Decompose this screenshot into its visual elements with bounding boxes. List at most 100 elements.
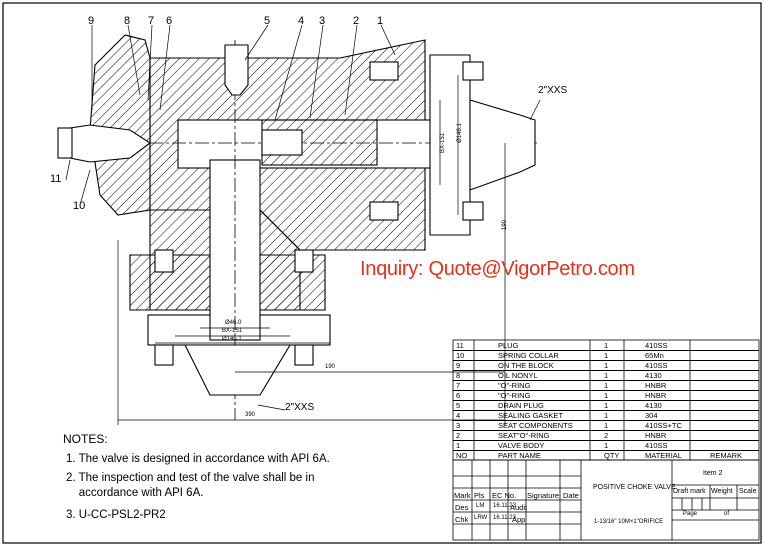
bom-cell: 1 [604, 341, 609, 350]
bom-cell: SEAT"O"-RING [498, 431, 550, 440]
bom-cell: 410SS [645, 361, 668, 370]
bom-cell: SPRING COLLAR [498, 351, 559, 360]
bom-cell: SEALING GASKET [498, 411, 564, 420]
bom-header-no: NO [456, 451, 468, 460]
bom-cell: ON THE BLOCK [498, 361, 554, 370]
bom-row-line [453, 350, 759, 351]
valve-section-drawing [57, 24, 541, 425]
bom-cell: DRAIN PLUG [498, 401, 544, 410]
bom-cell: VALVE BODY [498, 441, 545, 450]
dim-d46: Ø46.0 [225, 320, 242, 326]
bom-row-line [453, 420, 759, 421]
bom-cell: 1 [604, 411, 609, 420]
notes-title: NOTES: [63, 432, 108, 446]
tb-mark: Mark [454, 491, 471, 500]
bom-cell: OIL NONYL [498, 371, 538, 380]
balloon-7: 7 [148, 15, 155, 27]
bom-cell: 410SS [645, 341, 668, 350]
tb-audit: Audit [510, 503, 528, 512]
bom-cell: 1 [604, 361, 609, 370]
bom-cell: HNBR [645, 431, 667, 440]
bom-row-line [453, 430, 759, 431]
bom-cell: 304 [645, 411, 658, 420]
tb-title: POSITIVE CHOKE VALVE [593, 484, 676, 491]
tb-item: Item 2 [703, 470, 723, 477]
bom-header-material: MATERIAL [645, 451, 682, 460]
bom-cell: 2 [456, 431, 461, 440]
bom-cell: 1 [604, 401, 609, 410]
tb-app: App [512, 515, 526, 524]
balloon-3: 3 [319, 15, 326, 27]
bom-cell: 5 [456, 401, 461, 410]
dim-d146-right: Ø146.1 [456, 123, 463, 143]
bom-cell: "O"-RING [498, 391, 531, 400]
tb-weight: Weight [711, 488, 733, 495]
balloon-8: 8 [124, 15, 131, 27]
bom-cell: 2 [604, 431, 609, 440]
bom-cell: 1 [604, 441, 609, 450]
tb-of: of [724, 511, 730, 517]
tb-pls: Pls [474, 491, 485, 500]
bom-cell: 6 [456, 391, 461, 400]
bom-row-line [453, 410, 759, 411]
dim-flange-bottom: 2"XXS [285, 402, 315, 413]
bom-cell: 410SS+TC [645, 421, 682, 430]
title-block-grid [452, 459, 760, 541]
tb-chk-date: 16.11.23 [493, 515, 516, 521]
tb-draft-mark: Draft mark [673, 488, 706, 495]
bom-cell: 1 [604, 371, 609, 380]
balloon-10: 10 [73, 200, 86, 212]
tb-subtitle: 1-13/16" 10M×1"ORIFICE [594, 519, 664, 525]
bom-cell: 1 [604, 381, 609, 390]
bom-cell: 1 [456, 441, 461, 450]
bom-row-line [453, 450, 759, 451]
dim-190-vertical: 190 [502, 219, 509, 231]
balloon-6: 6 [166, 15, 173, 27]
tb-page: Page [683, 511, 698, 517]
note-1: 1. The valve is designed in accordance w… [66, 453, 330, 465]
dim-d146-bottom: Ø146.1 [222, 336, 242, 342]
bom-cell: 4130 [645, 401, 662, 410]
bom-cell: PLUG [498, 341, 519, 350]
bom-cell: "O"-RING [498, 381, 531, 390]
bom-cell: 11 [456, 341, 464, 350]
bom-header-remark: REMARK [710, 451, 743, 460]
bom-cell: 10 [456, 351, 465, 360]
bom-row-line [453, 380, 759, 381]
tb-ec-no: EC No. [492, 491, 517, 500]
balloon-11: 11 [50, 173, 62, 185]
dim-190-horizontal: 190 [325, 364, 336, 370]
bom-cell: 1 [604, 351, 609, 360]
dim-flange-right: 2"XXS [538, 85, 568, 96]
tb-chk: Chk [455, 515, 469, 524]
bom-cell: 1 [604, 421, 609, 430]
bom-row-line [453, 390, 759, 391]
tb-des-date: 16.11.23 [493, 503, 516, 509]
bom-cell: 8 [456, 371, 461, 380]
balloon-1: 1 [377, 15, 384, 27]
balloon-4: 4 [298, 15, 305, 27]
bom-header-qty: QTY [604, 451, 620, 460]
balloon-2: 2 [353, 15, 360, 27]
bom-row-line [453, 360, 759, 361]
bom-row-line [453, 400, 759, 401]
bom-cell: 3 [456, 421, 461, 430]
tb-signature: Signature [527, 491, 560, 500]
dim-390: 390 [245, 412, 256, 418]
bom-cell: SEAT COMPONENTS [498, 421, 573, 430]
balloon-9: 9 [88, 15, 95, 27]
note-2-cont: accordance with API 6A. [66, 487, 204, 499]
bom-cell: 9 [456, 361, 461, 370]
inquiry-text: Inquiry: Quote@VigorPetro.com [360, 258, 635, 280]
tb-chk-name: LRW [474, 515, 488, 521]
bom-cell: 7 [456, 381, 461, 390]
tb-des: Des [455, 503, 469, 512]
bom-cell: 1 [604, 391, 609, 400]
bom-row-line [453, 440, 759, 441]
bom-header-part-name: PART NAME [498, 451, 541, 460]
dim-bx151-right: BX-151 [440, 132, 447, 154]
bom-cell: HNBR [645, 381, 667, 390]
balloon-5: 5 [264, 15, 271, 27]
